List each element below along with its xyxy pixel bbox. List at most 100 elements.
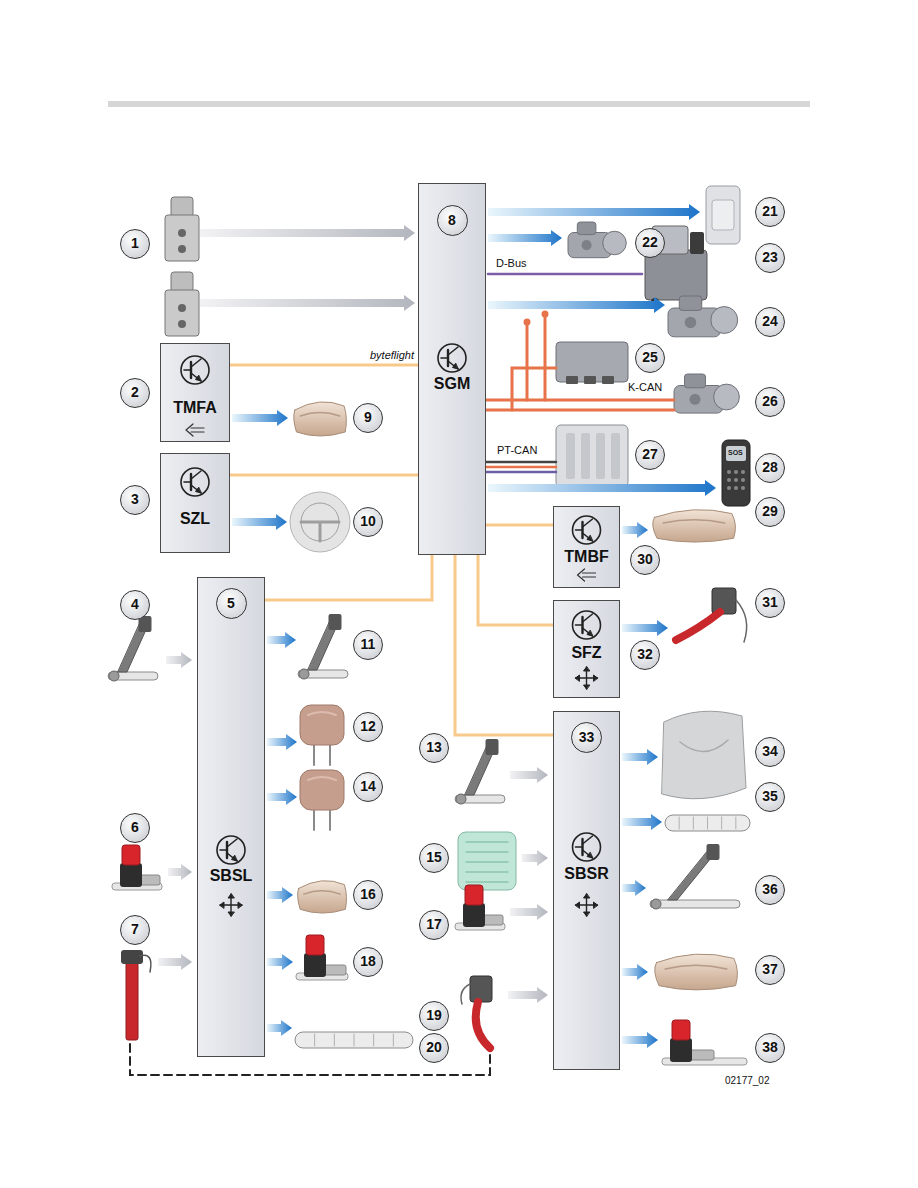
- callout-wrap: 35: [755, 782, 785, 812]
- transistor-symbol: [191, 359, 201, 381]
- cross-symbol: [576, 667, 598, 689]
- transistor-symbol: [573, 516, 601, 544]
- module-name: SBSR: [564, 865, 608, 883]
- callout-number: 20: [419, 1033, 449, 1063]
- buckle-body: [463, 903, 485, 927]
- transistor-symbol: [581, 522, 583, 538]
- callout-number: 34: [755, 737, 785, 767]
- callout-number: 10: [353, 507, 383, 537]
- headrest: [300, 770, 344, 810]
- output-arrow: [622, 522, 648, 538]
- callout-number: 19: [419, 1001, 449, 1031]
- actuator: [711, 307, 738, 334]
- callout-wrap: 4: [120, 590, 150, 620]
- callout-wrap: 21: [755, 197, 785, 227]
- output-arrow: [232, 410, 288, 426]
- belt-anchor: [486, 739, 499, 755]
- belt-bolt: [299, 669, 309, 679]
- transistor-symbol: [583, 614, 593, 636]
- output-arrow: [232, 514, 287, 530]
- callout-number: 14: [353, 772, 383, 802]
- bus-label: byteflight: [370, 349, 414, 362]
- airbag: [298, 881, 347, 913]
- module-name: SFZ: [571, 644, 601, 662]
- transistor-symbol: [190, 362, 192, 378]
- transistor-symbol: [587, 536, 593, 542]
- pt-can-wire: [486, 466, 556, 469]
- actuator: [685, 374, 706, 388]
- phone-key: [734, 470, 738, 474]
- output-arrow: [622, 749, 658, 765]
- module-name: TMBF: [564, 548, 608, 566]
- valve: [178, 229, 186, 237]
- callout-number: 24: [755, 307, 785, 337]
- callout-number: 2: [120, 378, 150, 408]
- input-arrow: [522, 850, 548, 866]
- actuator: [679, 296, 702, 310]
- transistor-symbol: [448, 347, 458, 369]
- control-box: 33SBSR: [553, 711, 620, 1070]
- callout-wrap: 36: [755, 875, 785, 905]
- control-unit-rib: [581, 433, 590, 479]
- sensor-wire: [461, 984, 470, 1004]
- actuator: [685, 317, 697, 329]
- valve: [178, 320, 186, 328]
- figure-code: 02177_02: [725, 1075, 770, 1087]
- transistor-symbol: [227, 839, 237, 861]
- control-box: 8SGM: [418, 183, 486, 555]
- callout-number: 12: [353, 712, 383, 742]
- callout-wrap: 2: [120, 378, 150, 408]
- input-arrow: [508, 987, 548, 1003]
- byteflight-line: [478, 555, 553, 625]
- steering-wheel: [290, 492, 350, 552]
- control-box: TMFA: [160, 343, 230, 442]
- callout-wrap: 37: [755, 955, 785, 985]
- callout-number: 28: [755, 453, 785, 483]
- phone-key: [734, 486, 738, 490]
- callout-number: 16: [353, 880, 383, 910]
- transistor-symbol: [196, 488, 202, 494]
- phone-key: [741, 486, 745, 490]
- transistor-symbol: [226, 842, 228, 858]
- callout-number: 30: [630, 545, 660, 575]
- airbag-fold: [304, 891, 340, 894]
- k-can-end: [542, 311, 549, 318]
- transistor-symbol: [576, 846, 583, 848]
- steering-wheel: [301, 503, 339, 541]
- belt-anchor: [329, 614, 342, 630]
- callout-number: 29: [755, 497, 785, 527]
- callout-wrap: 13: [419, 733, 449, 763]
- module-number: 33: [571, 722, 602, 753]
- belt-rail: [108, 672, 158, 680]
- diagnosis-unit: [645, 250, 707, 300]
- valve: [178, 245, 186, 253]
- callout-number: 21: [755, 197, 785, 227]
- dashed-link: [130, 1044, 490, 1075]
- byteflight-line: [265, 555, 432, 600]
- output-arrow: [267, 734, 297, 750]
- valve: [165, 215, 199, 261]
- seat-airbag: [662, 711, 746, 799]
- input-arrow: [168, 864, 192, 880]
- headrest: [300, 705, 344, 745]
- valve: [178, 304, 186, 312]
- callout-wrap: 26: [755, 387, 785, 417]
- direction-symbol: [191, 428, 204, 432]
- curtain-seam: [334, 1034, 335, 1046]
- module-name: TMFA: [173, 399, 217, 417]
- callout-number: 6: [120, 813, 150, 843]
- callout-wrap: 20: [419, 1033, 449, 1063]
- text-wrap: D-Bus: [496, 257, 527, 270]
- k-can-wire: [486, 400, 674, 410]
- headrest-highlight: [308, 712, 336, 715]
- steering-spoke: [301, 522, 339, 541]
- callout-wrap: 38: [755, 1033, 785, 1063]
- buckle-body: [120, 863, 142, 887]
- callout-number: 1: [120, 229, 150, 259]
- callout-number: 38: [755, 1033, 785, 1063]
- bus-label-wrap: byteflight: [370, 349, 414, 362]
- callout-number: 32: [630, 640, 660, 670]
